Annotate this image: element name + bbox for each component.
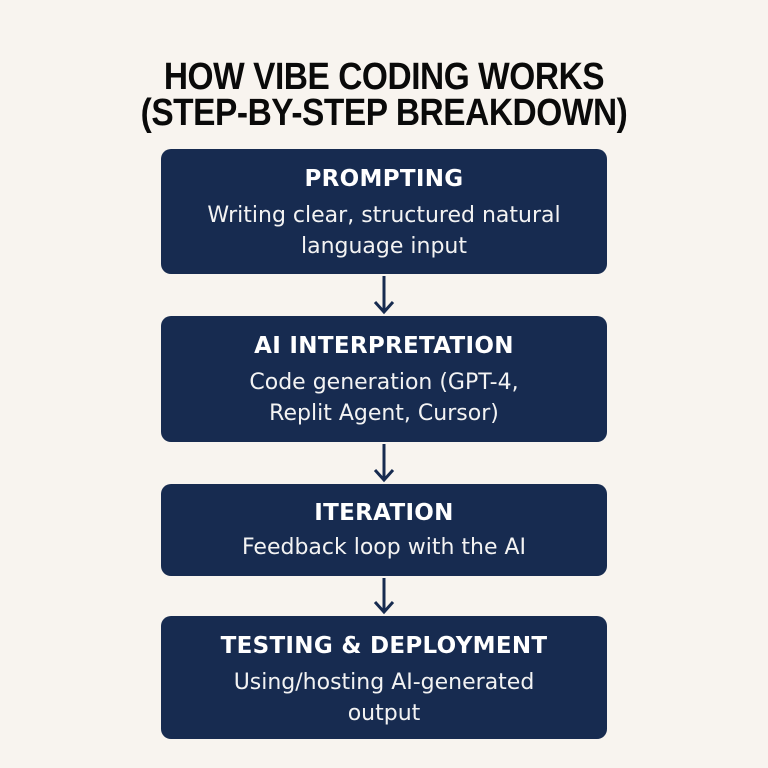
step-heading: ITERATION bbox=[314, 500, 454, 526]
step-box-ai-interpretation: AI INTERPRETATION Code generation (GPT-4… bbox=[161, 316, 607, 442]
step-heading: AI INTERPRETATION bbox=[254, 333, 514, 359]
step-description: Using/hosting AI-generated output bbox=[233, 670, 535, 726]
step-description: Feedback loop with the AI bbox=[241, 535, 527, 560]
step-description: Code generation (GPT-4, Replit Agent, Cu… bbox=[249, 370, 519, 426]
step-heading: PROMPTING bbox=[304, 166, 464, 192]
step-box-prompting: PROMPTING Writing clear, structured natu… bbox=[161, 149, 607, 274]
step-heading: TESTING & DEPLOYMENT bbox=[220, 633, 548, 659]
diagram-title-line-2: (STEP-BY-STEP BREAKDOWN) bbox=[140, 92, 628, 134]
diagram-title-line-1: HOW VIBE CODING WORKS bbox=[163, 56, 605, 98]
step-box-iteration: ITERATION Feedback loop with the AI bbox=[161, 484, 607, 576]
down-arrow-icon bbox=[372, 274, 396, 316]
step-description: Writing clear, structured natural langua… bbox=[207, 203, 561, 259]
down-arrow-icon bbox=[372, 442, 396, 484]
step-box-testing-deployment: TESTING & DEPLOYMENT Using/hosting AI-ge… bbox=[161, 616, 607, 739]
down-arrow-icon bbox=[372, 576, 396, 616]
